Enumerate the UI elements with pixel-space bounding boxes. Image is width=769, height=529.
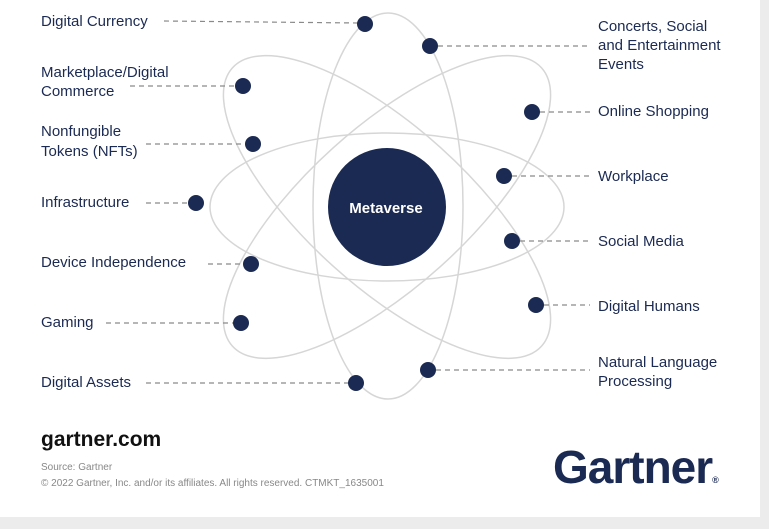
label-nft-line1: Nonfungible: [41, 123, 121, 140]
node-gaming: [233, 315, 249, 331]
node-nfts: [245, 136, 261, 152]
label-nlp-line2: Processing: [598, 373, 672, 390]
orbit-diagonal-a: [222, 54, 552, 360]
label-marketplace-line1: Marketplace/Digital: [41, 64, 169, 81]
label-concerts-line2: and Entertainment: [598, 37, 721, 54]
logo-text: Gartner: [553, 441, 713, 493]
left-labels: Digital Currency Marketplace/Digital Com…: [41, 13, 186, 391]
label-concerts-line3: Events: [598, 56, 644, 73]
node-infrastructure: [188, 195, 204, 211]
nodes: [188, 16, 544, 391]
label-online-shopping: Online Shopping: [598, 103, 709, 120]
source-note: Source: Gartner: [41, 462, 113, 473]
node-online-shopping: [524, 104, 540, 120]
label-digital-assets: Digital Assets: [41, 374, 131, 391]
node-digital-currency: [357, 16, 373, 32]
label-workplace: Workplace: [598, 168, 669, 185]
label-digital-currency: Digital Currency: [41, 13, 148, 30]
node-concerts: [422, 38, 438, 54]
label-infrastructure: Infrastructure: [41, 194, 129, 211]
metaverse-hub: [328, 148, 446, 266]
orbit-diagonal-b: [222, 54, 552, 360]
label-device-independence: Device Independence: [41, 254, 186, 271]
website-link: gartner.com: [41, 428, 162, 451]
label-social-media: Social Media: [598, 233, 685, 250]
hub-label: Metaverse: [349, 200, 422, 217]
node-workplace: [496, 168, 512, 184]
label-marketplace-line2: Commerce: [41, 83, 114, 100]
label-digital-humans: Digital Humans: [598, 298, 700, 315]
node-digital-assets: [348, 375, 364, 391]
orbits: [209, 12, 565, 400]
orbit-vertical: [312, 12, 464, 400]
label-nft-line2: Tokens (NFTs): [41, 143, 138, 160]
registered-mark: ®: [712, 475, 719, 485]
node-digital-humans: [528, 297, 544, 313]
label-gaming: Gaming: [41, 314, 94, 331]
label-concerts-line1: Concerts, Social: [598, 18, 707, 35]
copyright-note: © 2022 Gartner, Inc. and/or its affiliat…: [41, 478, 384, 489]
node-marketplace: [235, 78, 251, 94]
right-labels: Concerts, Social and Entertainment Event…: [598, 18, 721, 390]
node-device-independence: [243, 256, 259, 272]
label-nlp-line1: Natural Language: [598, 354, 717, 371]
node-nlp: [420, 362, 436, 378]
orbit-horizontal: [209, 132, 565, 282]
gartner-logo: Gartner®: [553, 440, 719, 494]
connectors: [106, 20, 590, 384]
node-social-media: [504, 233, 520, 249]
